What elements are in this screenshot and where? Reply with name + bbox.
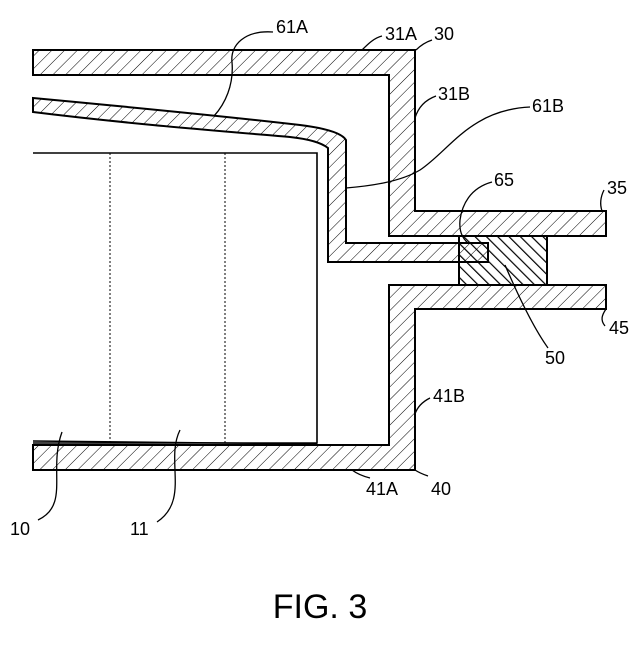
electrode-body-10 xyxy=(33,153,317,443)
label-35: 35 xyxy=(607,178,627,198)
leader-30 xyxy=(416,40,432,50)
label-41A: 41A xyxy=(366,479,398,499)
label-45: 45 xyxy=(609,318,629,338)
leader-31A xyxy=(362,36,382,50)
leader-40 xyxy=(415,470,428,476)
internal-member-61 xyxy=(33,98,488,262)
leader-31B xyxy=(415,96,436,118)
leader-41B xyxy=(415,398,430,414)
label-30: 30 xyxy=(434,24,454,44)
leader-41A xyxy=(352,470,370,478)
label-11: 11 xyxy=(130,519,149,539)
label-41B: 41B xyxy=(433,386,465,406)
label-31B: 31B xyxy=(438,84,470,104)
seal-member-50 xyxy=(459,236,547,285)
label-61B: 61B xyxy=(532,96,564,116)
label-61A: 61A xyxy=(276,17,308,37)
label-31A: 31A xyxy=(385,24,417,44)
label-65: 65 xyxy=(494,170,514,190)
label-50: 50 xyxy=(545,348,565,368)
leader-45 xyxy=(602,309,606,326)
label-40: 40 xyxy=(431,479,451,499)
leader-35 xyxy=(601,190,604,211)
figure-caption: FIG. 3 xyxy=(0,588,640,627)
label-10: 10 xyxy=(10,519,30,539)
